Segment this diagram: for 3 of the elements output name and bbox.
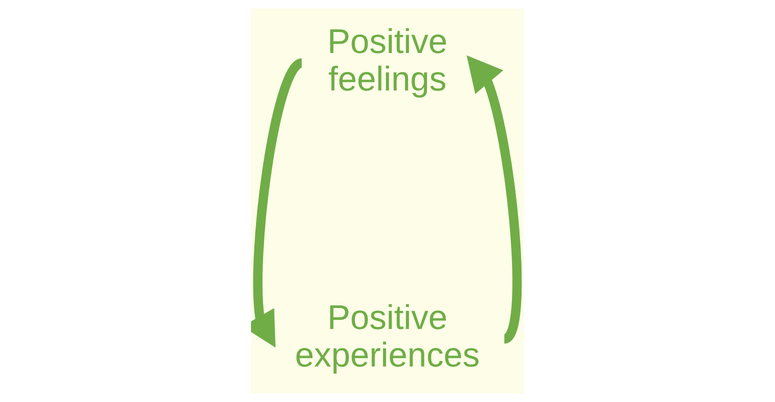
node-text: Positive experiences <box>295 298 480 374</box>
arrow <box>251 59 304 348</box>
node-text: Positive feelings <box>327 23 448 98</box>
